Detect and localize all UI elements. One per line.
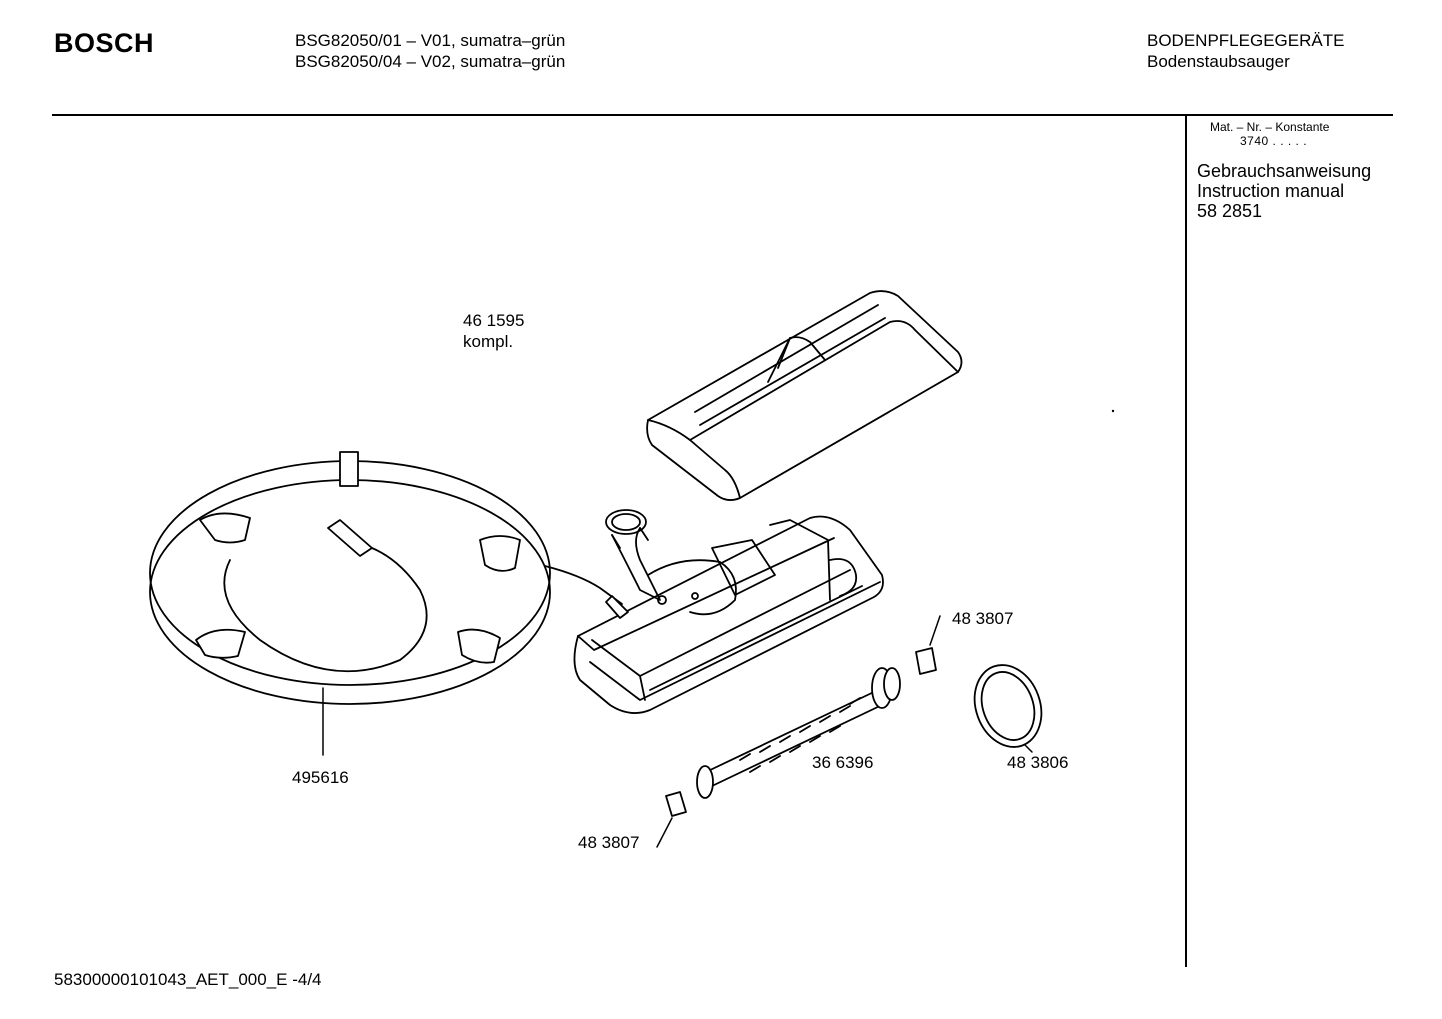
doc-line-manual-de: Gebrauchsanweisung [1197,161,1372,181]
mat-number-value: 3740 . . . . . [1240,134,1308,148]
mat-number-heading: Mat. – Nr. – Konstante [1210,120,1330,134]
sidebar-divider [1185,116,1187,967]
part-label-nozzle-note: kompl. [463,332,514,351]
part-label-bearing-left: 48 3807 [578,833,640,852]
brush-roller-drawing [696,667,901,799]
doc-line-manual-en: Instruction manual [1197,181,1345,201]
stray-dot [1111,409,1115,413]
brand-logo: BOSCH [54,28,155,58]
nozzle-base-drawing [573,509,884,714]
part-label-cable: 495616 [292,768,349,787]
end-bearings-drawing [665,647,937,817]
footer-doc-code: 58300000101043_AET_000_E -4/4 [54,970,322,989]
part-label-brush-roller: 36 6396 [812,753,874,772]
doc-line-manual-number: 58 2851 [1197,201,1263,221]
subcategory-title: Bodenstaubsauger [1147,52,1290,71]
part-label-belt: 48 3806 [1007,753,1069,772]
drive-belt-drawing [973,664,1043,748]
part-label-bearing-right: 48 3807 [952,609,1014,628]
leader-lines [322,615,1033,848]
model-line-2: BSG82050/04 – V02, sumatra–grün [295,52,566,71]
cable-ring-drawing [149,451,629,705]
part-label-nozzle: 46 1595 [463,311,525,330]
nozzle-cover-drawing [646,290,963,501]
header-divider [52,114,1393,116]
model-line-1: BSG82050/01 – V01, sumatra–grün [295,31,566,50]
category-title: BODENPFLEGEGERÄTE [1147,31,1345,50]
